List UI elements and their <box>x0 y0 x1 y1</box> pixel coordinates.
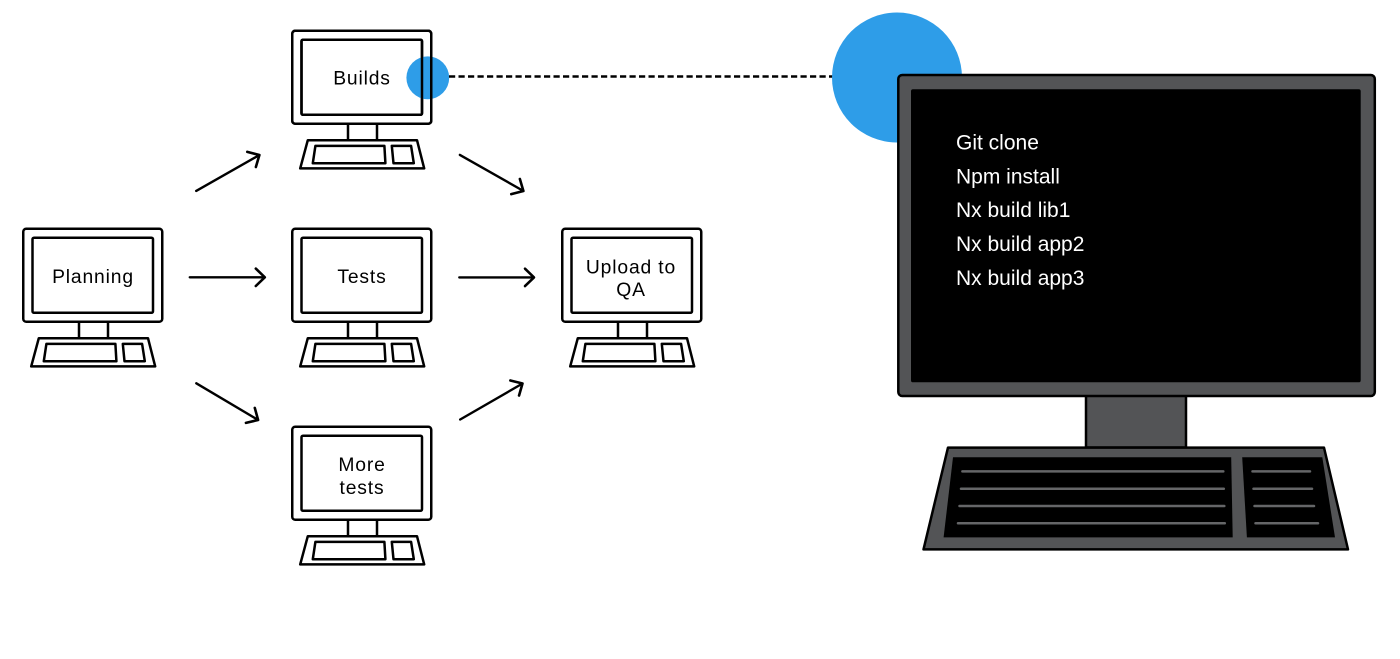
svg-text:More: More <box>338 455 385 476</box>
svg-text:Git clone: Git clone <box>956 132 1039 155</box>
svg-text:Nx build app3: Nx build app3 <box>956 267 1084 290</box>
svg-text:Nx build app2: Nx build app2 <box>956 233 1084 256</box>
svg-text:Npm install: Npm install <box>956 165 1060 188</box>
svg-text:Tests: Tests <box>337 267 386 288</box>
svg-text:tests: tests <box>340 478 385 499</box>
svg-text:Nx build lib1: Nx build lib1 <box>956 199 1070 222</box>
svg-text:QA: QA <box>616 280 646 301</box>
svg-text:Upload to: Upload to <box>586 257 676 278</box>
svg-text:Planning: Planning <box>52 267 134 288</box>
svg-text:Builds: Builds <box>333 68 391 89</box>
